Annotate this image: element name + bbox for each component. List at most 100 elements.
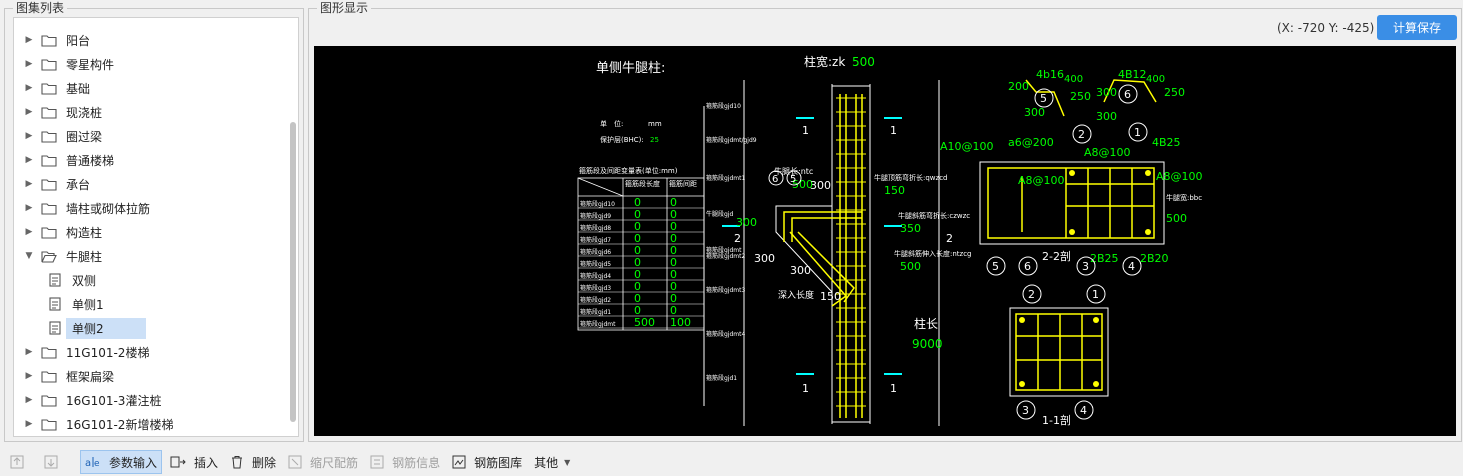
- document-icon: [46, 296, 64, 312]
- tree-item-folder[interactable]: ▶16G101-3灌注桩: [24, 388, 162, 412]
- tree-item-folder[interactable]: ▶基础: [24, 76, 90, 100]
- table-row-length: 0: [634, 268, 641, 281]
- folder-icon: [40, 200, 58, 216]
- column-rebars: [839, 94, 863, 418]
- caret-down-icon[interactable]: ▼: [25, 251, 33, 261]
- caret-right-icon[interactable]: ▶: [25, 179, 33, 189]
- tree-item-folder[interactable]: ▶墙柱或砌体拉筋: [24, 196, 150, 220]
- toolbar-scale-rebar-button[interactable]: 缩尺配筋: [284, 451, 362, 473]
- caret-right-icon[interactable]: ▶: [25, 155, 33, 165]
- tree-item-label: 承台: [66, 177, 91, 192]
- dim-300-b: 300: [736, 216, 757, 229]
- dim-300-c: 300: [754, 252, 775, 265]
- table-row-spacing: 0: [670, 268, 677, 281]
- arrow-down-icon: [44, 455, 62, 469]
- caret-right-icon[interactable]: ▶: [25, 107, 33, 117]
- caret-right-icon[interactable]: ▶: [25, 83, 33, 93]
- toolbar-label: 钢筋信息: [392, 455, 441, 470]
- caret-right-icon[interactable]: ▶: [25, 227, 33, 237]
- tree-item-label: 构造柱: [66, 225, 103, 240]
- callout-6-top: 6: [1124, 88, 1131, 101]
- stirrup-segment-label: 箍筋段gjdmt2: [706, 252, 745, 260]
- tree-item-doc[interactable]: 单侧2: [46, 316, 146, 340]
- section-11-outline: [1009, 307, 1109, 397]
- caret-right-icon[interactable]: ▶: [25, 419, 33, 429]
- svg-text:e: e: [94, 459, 100, 469]
- tree-item-folder[interactable]: ▶零星构件: [24, 52, 114, 76]
- cad-canvas[interactable]: 单侧牛腿柱: 柱宽:zk 500 单 位: mm 保护层(BHC): 25 箍筋…: [314, 46, 1456, 436]
- table-row-length: 0: [634, 220, 641, 233]
- s22-n1: 1: [1134, 126, 1141, 139]
- tree-item-folder[interactable]: ▶11G101-2楼梯: [24, 340, 150, 364]
- dim-350: 350: [900, 222, 921, 235]
- insert-icon: [170, 455, 190, 469]
- arrow-up-icon: [10, 455, 28, 469]
- tree-item-folder[interactable]: ▶ 圈过梁: [24, 124, 102, 148]
- atlas-list-panel: 图集列表 ▶阳台▶零星构件▶基础▶现浇桩▶圈过梁▶普通楼梯▶承台▶墙柱或砌体拉筋…: [4, 1, 304, 442]
- tree-item-doc[interactable]: 双侧: [46, 268, 96, 292]
- caret-right-icon[interactable]: ▶: [25, 35, 33, 45]
- tree-item-doc[interactable]: 单侧1: [46, 292, 104, 316]
- tree-item-folder[interactable]: ▶现浇桩: [24, 100, 102, 124]
- tree-item-label: 圈过梁: [66, 129, 103, 144]
- table-row-name: 箍筋段gjd1: [580, 308, 611, 316]
- toolbar-rebar-info-button[interactable]: 钢筋信息: [366, 451, 444, 473]
- toolbar-move-down-button[interactable]: [40, 451, 70, 473]
- calc-save-button[interactable]: 计算保存: [1377, 15, 1457, 40]
- toolbar-other-button[interactable]: 其他▼: [530, 451, 574, 473]
- folder-icon: [40, 368, 58, 384]
- table-row-spacing: 0: [670, 196, 677, 209]
- rebar-5-dim-b: 200: [1008, 80, 1029, 93]
- caret-right-icon[interactable]: ▶: [25, 131, 33, 141]
- s22-callouts: [986, 122, 1148, 276]
- table-row-name: 箍筋段gjd6: [580, 248, 611, 256]
- tree-item-folder[interactable]: ▶普通楼梯: [24, 148, 114, 172]
- toolbar-move-up-button[interactable]: [6, 451, 36, 473]
- folder-icon: [40, 80, 58, 96]
- callout-5-top: 5: [1040, 92, 1047, 105]
- graphic-display-title: 图形显示: [317, 1, 372, 15]
- tree-scrollbar[interactable]: [290, 122, 296, 422]
- s22-n6: 6: [1024, 260, 1031, 273]
- caret-right-icon[interactable]: ▶: [25, 347, 33, 357]
- table-row-name: 箍筋段gjdmt: [580, 320, 616, 328]
- toolbar-rebar-library-button[interactable]: 钢筋图库: [448, 451, 526, 473]
- s22-2b25: 2B25: [1090, 252, 1119, 265]
- tree-item-folder[interactable]: ▶阳台: [24, 28, 90, 52]
- svg-text:a: a: [85, 458, 91, 469]
- toolbar-label: 钢筋图库: [474, 455, 523, 470]
- table-row-spacing: 0: [670, 220, 677, 233]
- cad-drawing: 单侧牛腿柱: 柱宽:zk 500 单 位: mm 保护层(BHC): 25 箍筋…: [577, 54, 1203, 427]
- caret-right-icon[interactable]: ▶: [25, 371, 33, 381]
- tree-item-folder[interactable]: ▶框架扁梁: [24, 364, 114, 388]
- tree-item-folder[interactable]: ▶ 承台: [24, 172, 90, 196]
- dim-150-b: 150: [820, 290, 841, 303]
- section-22-rebars: [987, 167, 1155, 239]
- folder-icon: [40, 344, 58, 360]
- col-width-label: 柱宽:zk: [804, 54, 845, 69]
- trash-icon: [230, 455, 248, 469]
- table-row-length: 0: [634, 208, 641, 221]
- caret-right-icon[interactable]: ▶: [25, 203, 33, 213]
- callout-5: 5: [790, 174, 796, 185]
- stirrup-segment-label: 箍筋段gjdmt4: [706, 330, 745, 338]
- toolbar-delete-button[interactable]: 删除: [226, 451, 280, 473]
- dim-300-a: 300: [810, 179, 831, 192]
- tree-item-folder[interactable]: ▶16G101-2新增楼梯: [24, 412, 174, 436]
- toolbar-label: 删除: [252, 455, 277, 470]
- caret-right-icon[interactable]: ▶: [25, 395, 33, 405]
- tree-item-folder[interactable]: ▼牛腿柱: [24, 244, 102, 268]
- s22-width-label: 牛腿宽:bbc: [1166, 193, 1202, 202]
- caret-right-icon[interactable]: ▶: [25, 59, 33, 69]
- table-row-name: 箍筋段gjd9: [580, 212, 611, 220]
- folder-icon: [40, 56, 58, 72]
- s11-callouts: [1016, 284, 1106, 420]
- table-row-spacing: 0: [670, 232, 677, 245]
- tree-item-folder[interactable]: ▶ 构造柱: [24, 220, 102, 244]
- toolbar-insert-button[interactable]: 插入: [166, 451, 222, 473]
- rebar-6-dim-e: 300: [1096, 110, 1117, 123]
- s11-n1: 1: [1092, 288, 1099, 301]
- s22-n2: 2: [1078, 128, 1085, 141]
- col-length-label: 柱长: [914, 316, 938, 331]
